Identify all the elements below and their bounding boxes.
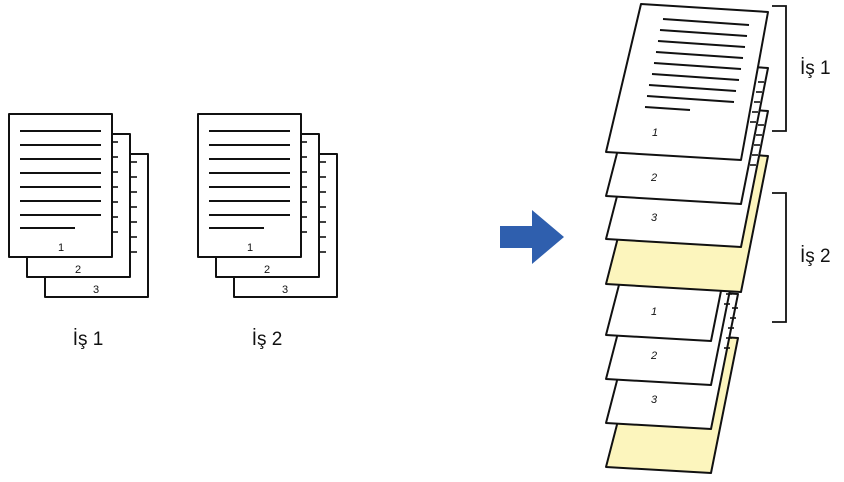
- text-lines: [644, 18, 750, 111]
- page-edge-ticks: [724, 307, 738, 349]
- page-number: 3: [282, 284, 288, 296]
- page-edge-ticks: [750, 124, 764, 166]
- page-number: 2: [650, 172, 657, 184]
- page-edge-ticks: [130, 161, 137, 253]
- page-number: 3: [93, 284, 99, 296]
- page-number: 2: [75, 264, 81, 276]
- job1-page-1: 1: [8, 113, 113, 258]
- job2-page-1: 1: [197, 113, 302, 258]
- page-number: 1: [651, 306, 657, 318]
- page-number: 2: [650, 350, 657, 362]
- page-number: 1: [58, 242, 64, 254]
- job2-document-stack: 3 2: [197, 113, 338, 298]
- page-number: 3: [651, 212, 658, 224]
- right-arrow-icon: [500, 210, 564, 264]
- text-lines: [20, 130, 101, 229]
- text-lines: [209, 130, 290, 229]
- job2-label: İş 2: [252, 329, 283, 350]
- job1-document-stack: 3 2: [8, 113, 149, 298]
- output-job1-page-1: 1: [605, 3, 769, 161]
- page-number: 3: [651, 394, 658, 406]
- job1-bracket: [772, 5, 787, 132]
- page-edge-ticks: [319, 161, 326, 253]
- page-edge-ticks: [750, 81, 764, 123]
- output-stack: 3 2 1: [605, 3, 769, 474]
- page-number: 2: [264, 264, 270, 276]
- output-job1-label: İş 1: [800, 58, 831, 79]
- job2-bracket: [772, 192, 787, 323]
- output-job2-label: İş 2: [800, 246, 831, 267]
- page-number: 1: [652, 127, 658, 139]
- job1-label: İş 1: [73, 329, 104, 350]
- page-number: 1: [247, 242, 253, 254]
